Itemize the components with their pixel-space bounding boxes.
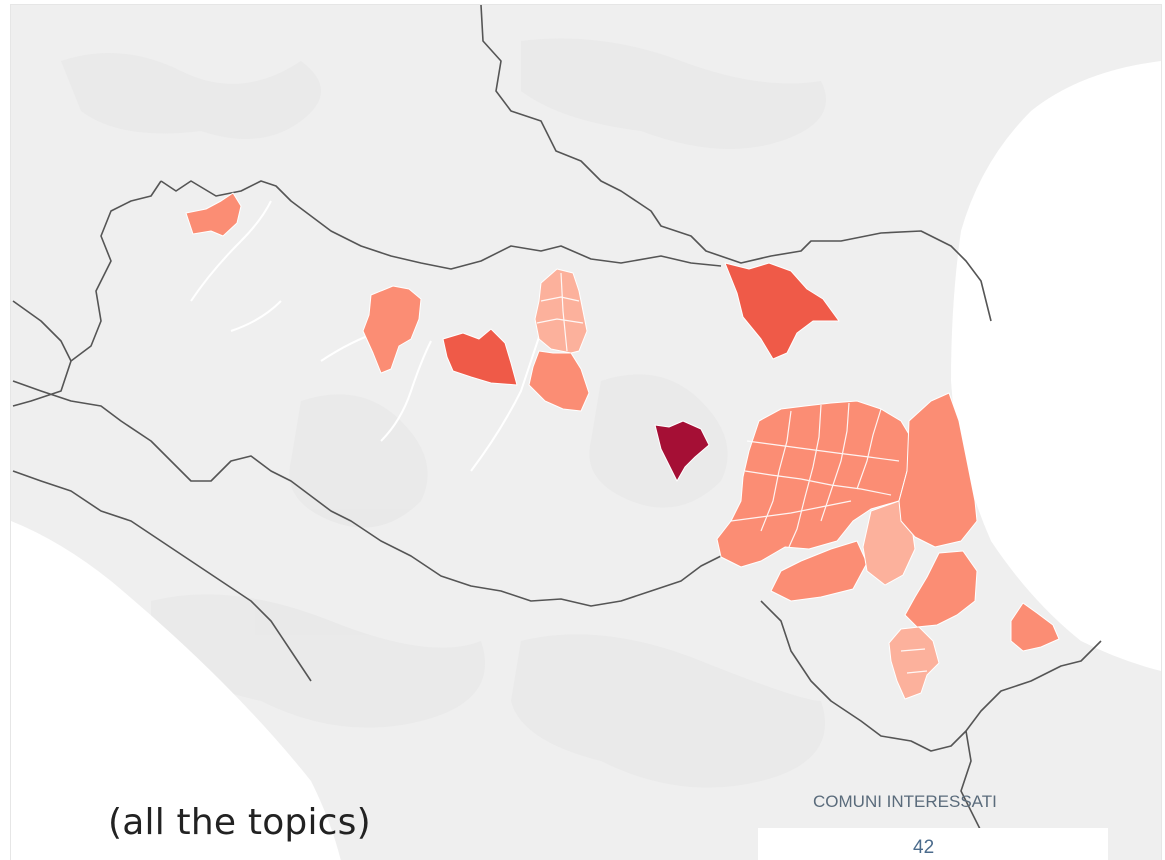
border-lines [12, 5, 1102, 852]
municipality-area[interactable] [716, 400, 914, 568]
municipality-area[interactable] [904, 550, 978, 628]
land-texture [61, 38, 826, 788]
municipality-boundaries [536, 272, 928, 674]
municipality-shapes[interactable] [185, 192, 1060, 700]
sea-areas [11, 61, 1161, 860]
municipality-area[interactable] [888, 626, 940, 700]
legend-panel [758, 828, 1108, 860]
municipality-area[interactable] [770, 540, 868, 602]
municipality-area[interactable] [654, 420, 710, 482]
municipality-area[interactable] [898, 392, 978, 548]
map-caption: (all the topics) [108, 802, 371, 843]
municipality-area[interactable] [534, 268, 588, 354]
legend-value: 42 [913, 837, 935, 858]
choropleth-map[interactable] [10, 4, 1162, 860]
municipality-area[interactable] [724, 262, 840, 360]
municipality-area[interactable] [528, 350, 590, 412]
municipality-area[interactable] [1010, 602, 1060, 652]
municipality-area[interactable] [185, 192, 242, 237]
municipality-area[interactable] [442, 328, 518, 386]
map-svg [11, 5, 1161, 860]
municipality-area[interactable] [362, 285, 422, 374]
legend-title: COMUNI INTERESSATI [813, 792, 997, 811]
